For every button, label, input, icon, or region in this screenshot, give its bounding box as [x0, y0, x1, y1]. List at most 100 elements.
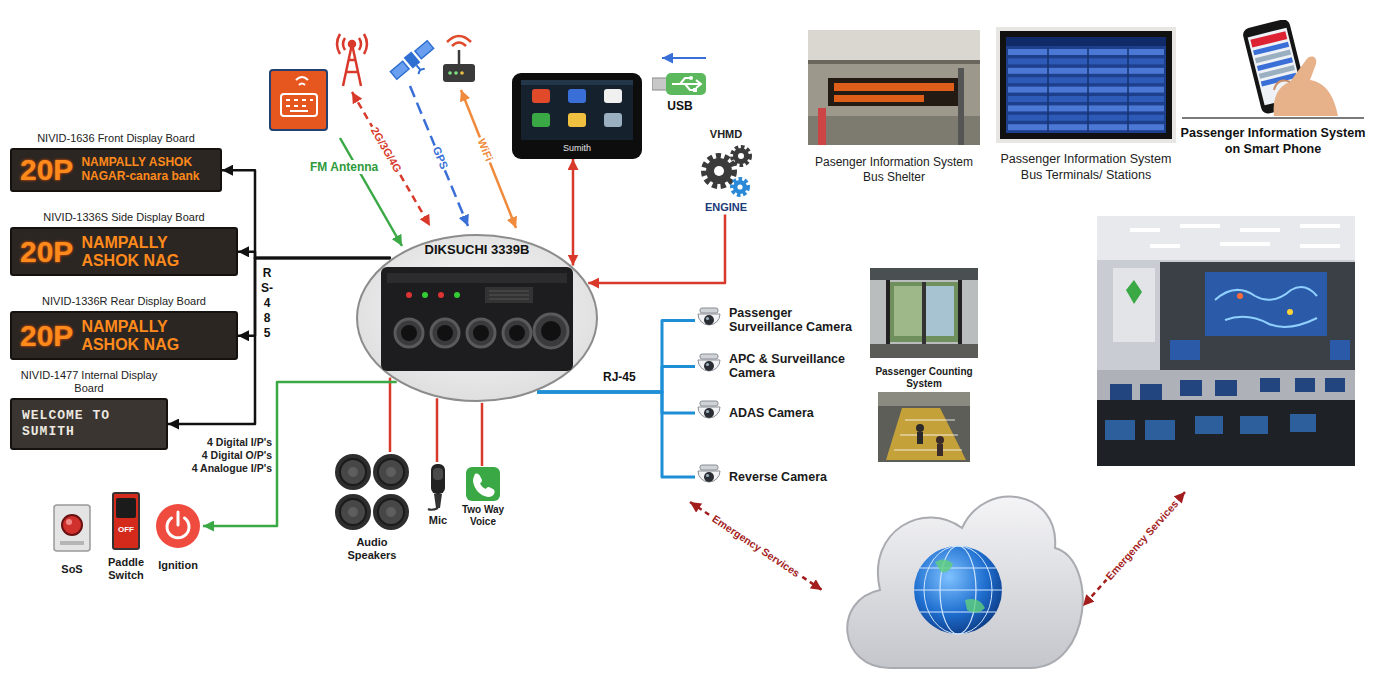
terminal-photo-part-part [1008, 105, 1164, 111]
speakers-icon-part-part [386, 507, 396, 517]
link-label: Emergency Services [708, 511, 804, 581]
link-label: Emergency Services [1102, 496, 1183, 584]
engine-gears-part-part [704, 156, 734, 186]
connector [537, 392, 695, 413]
terminal-photo-part-part [1008, 77, 1164, 83]
control-room-photo-part [1290, 414, 1316, 432]
dome-camera-icon-part-part [706, 474, 709, 477]
counting-photo-part-part [926, 286, 954, 336]
voice-icon-part-part [466, 467, 500, 501]
usb-icon-part-part [666, 73, 706, 95]
counting-photo-part-part [870, 344, 978, 358]
controller-device-part-part [509, 325, 525, 341]
terminal-photo [996, 27, 1176, 143]
label-anchor: 4 Analogue I/P's [172, 462, 272, 475]
cell-tower-icon-part [343, 44, 361, 86]
diagram-node: NIVID-1477 Internal Display BoardWELCOME… [10, 369, 168, 450]
keyboard-app-icon-part [286, 100, 313, 111]
cloud-globe-part [914, 546, 1002, 634]
terminal-photo-part-part [1008, 58, 1164, 64]
satellite-icon [389, 39, 440, 87]
camera-label: APC & Surveillance Camera [729, 352, 867, 381]
connector [572, 159, 575, 266]
controller-node: DIKSUCHI 3339B [355, 233, 599, 403]
phone-photo-part [1178, 20, 1368, 120]
diagram-node: USB [652, 70, 708, 113]
speakers-icon-part-part [340, 459, 366, 485]
control-room-photo-part [1170, 340, 1200, 360]
engine-gears-part-part [714, 166, 724, 176]
led-board: WELCOME TO SUMITH [10, 398, 168, 449]
voice-icon-part-part [473, 474, 495, 497]
label-anchor: Emergency Services [1102, 496, 1183, 584]
wifi-router-icon-part [448, 71, 452, 75]
satellite-icon-part [390, 61, 409, 79]
control-room-photo-part [1260, 378, 1280, 392]
diagram-node: Passenger Surveillance Camera [695, 306, 867, 335]
diagram-node: ADAS Camera [695, 400, 867, 426]
dome-camera-icon-part-part [700, 401, 718, 406]
controller-device-part [381, 267, 573, 371]
keyboard-app-icon [270, 70, 327, 130]
counting-photo-part [870, 268, 978, 358]
cell-tower-icon-part [349, 41, 355, 47]
diagram-node: Audio Speakers [333, 452, 411, 561]
diagram-node: NIVID-1336R Rear Display Board20PNAMPALL… [10, 295, 238, 360]
diagram-node: NIVID-1636 Front Display Board20PNAMPALL… [10, 132, 222, 192]
control-room-photo-part [1097, 400, 1355, 466]
control-room-photo-part [1237, 293, 1243, 299]
route-number: 20P [20, 237, 73, 267]
route-number: 20P [20, 321, 73, 351]
dome-camera-icon-part-part [704, 361, 714, 371]
controller-device-part-part [534, 314, 568, 348]
usb-icon-part-part [652, 78, 668, 90]
wifi-router-icon-part [454, 71, 458, 75]
led-board: 20PNAMPALLY ASHOK NAG [10, 227, 238, 276]
sos-icon [52, 503, 92, 553]
io-label: 4 Digital I/P's [172, 436, 272, 449]
connector [481, 403, 484, 466]
control-room-photo-part [1113, 268, 1155, 342]
shelter-photo-part-part [808, 30, 980, 145]
diagram-node: NIVID-1336S Side Display Board20PNAMPALL… [10, 211, 238, 276]
usb-icon [652, 70, 708, 96]
wifi-router-icon-part [460, 71, 464, 75]
control-room-photo-part [1195, 416, 1223, 434]
engine-gears [695, 141, 757, 201]
dome-camera-icon-part [695, 464, 723, 490]
switch-state: OFF [118, 526, 134, 534]
engine-label: ENGINE [705, 201, 747, 214]
control-room-photo-part [1130, 226, 1340, 246]
control-room-photo-part [1240, 416, 1268, 434]
shelter-photo-part-part [808, 60, 980, 64]
diagram-node: Reverse Camera [695, 464, 867, 490]
diagram-node: Ignition [153, 503, 203, 572]
controller-device-part-part [406, 292, 412, 298]
sos-icon-part-part [66, 519, 72, 525]
route-text: NAMPALLY ASHOK NAGAR-canara bank [81, 156, 212, 184]
port-label: RJ-45 [603, 370, 636, 384]
keyboard-app-icon-part [281, 94, 317, 116]
board-heading: NIVID-1336R Rear Display Board [10, 295, 238, 308]
engine-gears-part [695, 141, 757, 201]
counting-photo-part [886, 408, 966, 460]
keyboard-app-icon-part [296, 77, 308, 85]
dome-camera-icon-part-part [704, 315, 714, 325]
dome-camera-icon-part-part [698, 407, 720, 418]
io-label: 4 Analogue I/P's [172, 462, 272, 475]
camera-label: ADAS Camera [729, 406, 867, 420]
sos-icon-part-part [62, 515, 82, 535]
shelter-photo-part-part [808, 116, 980, 145]
control-room-photo-part [1287, 309, 1293, 315]
controller-device-part-part [541, 321, 561, 341]
control-room-photo-part [1215, 380, 1237, 396]
antenna-label: FM Antenna [308, 160, 380, 174]
controller-device-part-part [437, 325, 453, 341]
controller-device-part-part [422, 292, 428, 298]
bus-label: RS-485 [261, 266, 273, 341]
speakers-icon-part-part [348, 507, 358, 517]
usb-arrow [662, 57, 706, 59]
terminal-photo-part-part [1008, 124, 1164, 130]
control-room-photo-part [1145, 420, 1175, 440]
touch-screen-part-part [604, 89, 622, 103]
